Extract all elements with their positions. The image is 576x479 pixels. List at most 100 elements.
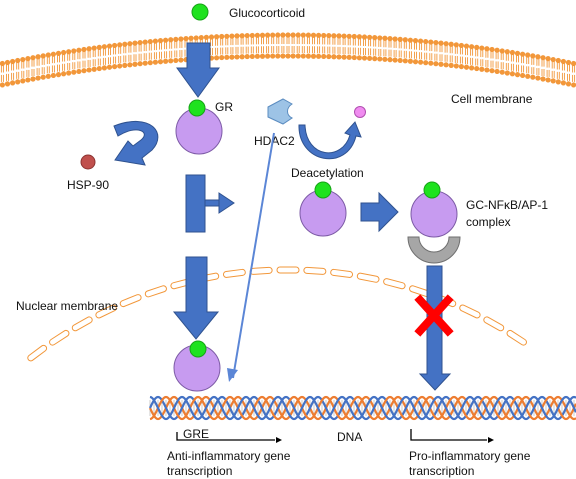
lipid-head xyxy=(4,81,11,87)
lipid-head xyxy=(285,32,291,38)
lipid-head xyxy=(530,53,536,59)
lipid-head xyxy=(520,72,526,79)
lipid-head xyxy=(259,53,266,59)
lipid-head xyxy=(443,41,449,47)
lipid-head xyxy=(15,57,21,64)
lipid-head xyxy=(423,60,429,66)
nuclear-membrane-segment xyxy=(95,304,117,319)
lipid-head xyxy=(91,45,97,51)
lipid-head xyxy=(285,53,291,59)
lipid-head xyxy=(565,59,572,66)
lipid-head xyxy=(163,58,169,64)
lipid-head xyxy=(20,78,26,84)
lipid-head xyxy=(0,82,5,88)
lipid-head xyxy=(418,59,424,65)
lipid-head xyxy=(571,60,576,67)
lipid-head xyxy=(122,62,128,68)
pro-inflammatory-label-line2: transcription xyxy=(409,464,474,478)
lipid-head xyxy=(387,36,393,42)
lipid-head xyxy=(61,71,67,77)
lipid-head xyxy=(219,33,225,40)
lipid-head xyxy=(331,54,337,60)
lipid-head xyxy=(101,65,107,71)
hdac2-recruitment-arrowhead xyxy=(227,368,238,382)
lipid-head xyxy=(428,39,434,45)
bent-arrow-icon xyxy=(176,432,282,443)
lipid-head xyxy=(520,51,526,57)
complex-label-line1: GC-NFκB/AP-1 xyxy=(466,198,548,212)
lipid-head xyxy=(96,44,102,50)
anti-inflammatory-label-line1: Anti-inflammatory gene xyxy=(167,449,291,463)
lipid-head xyxy=(127,62,133,68)
lipid-head xyxy=(35,54,41,60)
lipid-head xyxy=(142,60,148,66)
lipid-head xyxy=(168,58,174,64)
lipid-head xyxy=(560,58,567,65)
lipid-head xyxy=(280,32,286,38)
lipid-head xyxy=(76,68,82,75)
lipid-head xyxy=(367,34,373,40)
lipid-head xyxy=(265,32,271,38)
nuclear-membrane-segment xyxy=(459,304,481,319)
lipid-head xyxy=(458,63,464,70)
lipid-head xyxy=(453,42,459,48)
lipid-head xyxy=(168,37,174,43)
lipid-head xyxy=(499,69,505,75)
lipid-head xyxy=(433,39,439,46)
lipid-head xyxy=(122,41,128,47)
lipid-head xyxy=(244,53,250,60)
lipid-head xyxy=(193,35,199,41)
entry-arrow xyxy=(176,42,220,98)
lipid-head xyxy=(132,40,138,46)
lipid-head xyxy=(377,56,383,62)
lipid-head xyxy=(494,47,500,53)
lipid-head xyxy=(372,35,378,41)
lipid-head xyxy=(157,38,164,44)
lipid-head xyxy=(463,64,470,70)
lipid-head xyxy=(50,51,57,57)
dna-helix xyxy=(149,395,576,421)
lipid-head xyxy=(178,57,184,63)
nuclear-membrane-segment xyxy=(383,278,406,290)
lipid-head xyxy=(545,77,551,83)
lipid-head xyxy=(392,36,398,42)
lipid-head xyxy=(448,62,454,68)
lipid-head xyxy=(40,74,46,80)
lipid-head xyxy=(71,69,77,75)
complex-formation-arrow xyxy=(360,191,399,233)
dna-label: DNA xyxy=(337,430,362,444)
lipid-head xyxy=(275,32,281,38)
hdac2-label: HDAC2 xyxy=(254,134,295,148)
lipid-head xyxy=(239,54,245,60)
lipid-head xyxy=(474,44,480,50)
lipid-head xyxy=(173,57,179,64)
lipid-head xyxy=(377,35,383,41)
lipid-head xyxy=(147,60,153,66)
glucocorticoid-bound xyxy=(188,99,206,117)
dna-strand xyxy=(149,395,576,421)
lipid-head xyxy=(336,54,342,60)
lipid-head xyxy=(448,41,454,47)
lipid-head xyxy=(479,66,485,72)
lipid-head xyxy=(254,53,260,59)
lipid-head xyxy=(137,39,143,46)
lipid-head xyxy=(142,39,148,45)
lipid-head xyxy=(20,56,26,63)
lipid-head xyxy=(96,65,102,72)
complex-label-line2: complex xyxy=(466,215,511,229)
lipid-head xyxy=(565,81,572,87)
lipid-head xyxy=(535,75,541,81)
lipid-head xyxy=(356,55,362,61)
lipid-head xyxy=(178,36,184,42)
nuclear-membrane-segment xyxy=(222,268,246,278)
lipid-head xyxy=(86,46,92,52)
lipid-head xyxy=(15,79,21,85)
lipid-head xyxy=(45,52,51,58)
pro-inflammatory-arrow xyxy=(418,265,452,391)
hsp90-protein xyxy=(80,154,96,170)
lipid-head xyxy=(310,53,317,59)
lipid-head xyxy=(10,80,16,86)
lipid-head xyxy=(229,33,235,39)
lipid-head xyxy=(55,72,62,78)
lipid-head xyxy=(499,48,505,54)
